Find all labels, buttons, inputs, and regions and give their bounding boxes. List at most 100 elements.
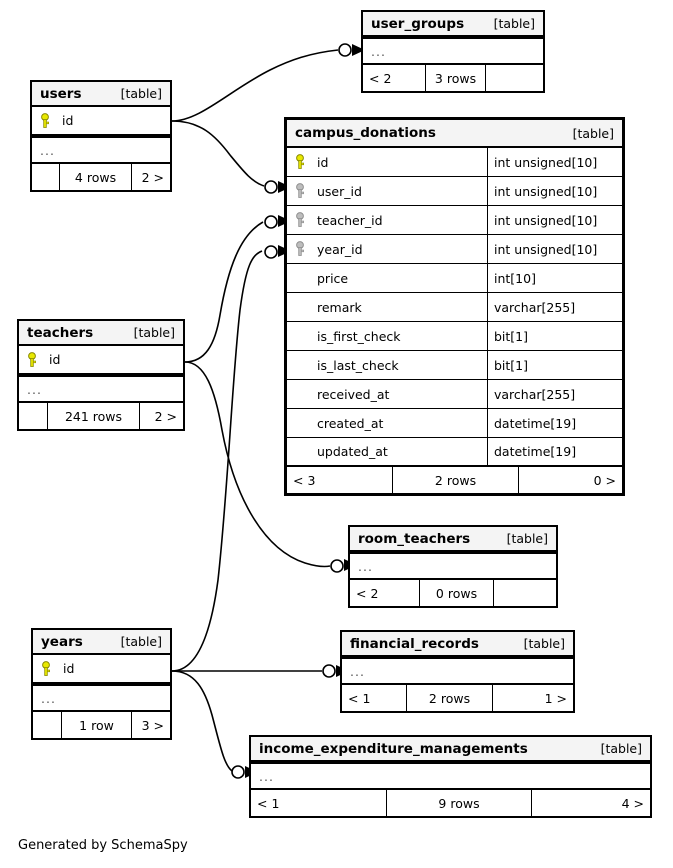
edge-endpoint-circle bbox=[231, 765, 245, 779]
column-name: user_id bbox=[317, 183, 362, 199]
table-header: years [table] bbox=[33, 630, 170, 655]
table-footer: 241 rows 2 > bbox=[19, 403, 183, 429]
table-header: income_expenditure_managements [table] bbox=[251, 737, 650, 762]
column-type: int unsigned[10] bbox=[487, 177, 622, 205]
edge-endpoint-circle bbox=[264, 180, 278, 194]
column-name-cell: remark bbox=[287, 300, 487, 315]
footer-rowcount: 0 rows bbox=[419, 580, 493, 606]
column-name-cell: is_last_check bbox=[287, 358, 487, 373]
table-footer: < 2 3 rows bbox=[363, 65, 543, 91]
table-user-groups[interactable]: user_groups [table] ... < 2 3 rows bbox=[361, 10, 545, 93]
column-name: id bbox=[49, 352, 61, 367]
column-type: varchar[255] bbox=[487, 293, 622, 321]
primary-key-icon bbox=[41, 660, 57, 677]
column-row: id bbox=[32, 107, 170, 136]
table-type-tag: [table] bbox=[120, 634, 162, 649]
table-footer: < 2 0 rows bbox=[350, 580, 556, 606]
footer-rowcount: 2 rows bbox=[406, 685, 492, 711]
table-users[interactable]: users [table] id ... 4 rows 2 > bbox=[30, 80, 172, 192]
foreign-key-icon bbox=[295, 183, 311, 199]
column-row: is_first_check bit[1] bbox=[287, 322, 622, 351]
column-row: created_at datetime[19] bbox=[287, 409, 622, 438]
table-footer: < 3 2 rows 0 > bbox=[287, 467, 622, 493]
footer-parents: < 1 bbox=[257, 795, 280, 811]
table-header: users [table] bbox=[32, 82, 170, 107]
table-footer: 4 rows 2 > bbox=[32, 164, 170, 190]
column-name-cell: price bbox=[287, 271, 487, 286]
table-name: years bbox=[41, 633, 83, 650]
column-type: datetime[19] bbox=[487, 409, 622, 437]
table-type-tag: [table] bbox=[572, 125, 614, 141]
footer-children: 0 > bbox=[518, 467, 622, 493]
table-footer: < 1 2 rows 1 > bbox=[342, 685, 573, 711]
footer-rowcount: 241 rows bbox=[47, 403, 139, 429]
table-type-tag: [table] bbox=[493, 16, 535, 31]
column-name: teacher_id bbox=[317, 212, 383, 228]
column-name-cell: is_first_check bbox=[287, 329, 487, 344]
column-name-cell: teacher_id bbox=[287, 212, 487, 228]
column-row: updated_at datetime[19] bbox=[287, 438, 622, 467]
collapsed-columns-ellipsis: ... bbox=[32, 136, 170, 164]
column-list: id int unsigned[10] user_id int unsigned… bbox=[287, 148, 622, 467]
column-name: year_id bbox=[317, 241, 363, 257]
table-room-teachers[interactable]: room_teachers [table] ... < 2 0 rows bbox=[348, 525, 558, 608]
primary-key-icon bbox=[27, 351, 43, 368]
table-teachers[interactable]: teachers [table] id ... 241 rows 2 > bbox=[17, 319, 185, 431]
edge-users-campus_donations bbox=[171, 120, 265, 187]
footer-children: 2 > bbox=[131, 164, 170, 190]
column-name: is_first_check bbox=[317, 328, 401, 344]
table-type-tag: [table] bbox=[506, 531, 548, 546]
table-type-tag: [table] bbox=[133, 325, 175, 340]
footer-children: 2 > bbox=[139, 403, 183, 429]
edge-users-user_groups bbox=[171, 49, 339, 122]
footer-children: 3 > bbox=[131, 712, 170, 738]
primary-key-icon bbox=[295, 154, 311, 170]
table-financial-records[interactable]: financial_records [table] ... < 1 2 rows… bbox=[340, 630, 575, 713]
footer-rowcount: 4 rows bbox=[59, 164, 131, 190]
column-type: bit[1] bbox=[487, 322, 622, 350]
table-header: campus_donations [table] bbox=[287, 120, 622, 148]
table-campus-donations[interactable]: campus_donations [table] id int unsigned… bbox=[284, 117, 625, 496]
collapsed-columns-ellipsis: ... bbox=[342, 657, 573, 685]
edge-endpoint-circle bbox=[330, 559, 344, 573]
footer-rowcount: 2 rows bbox=[392, 467, 518, 493]
table-footer: 1 row 3 > bbox=[33, 712, 170, 738]
footer-parents: < 3 bbox=[293, 472, 316, 488]
footer-children: 4 > bbox=[531, 790, 650, 816]
table-name: financial_records bbox=[350, 635, 479, 652]
table-name: teachers bbox=[27, 324, 94, 341]
column-type: bit[1] bbox=[487, 351, 622, 379]
column-type: datetime[19] bbox=[487, 438, 622, 465]
table-income-expenditure-managements[interactable]: income_expenditure_managements [table] .… bbox=[249, 735, 652, 818]
column-type: varchar[255] bbox=[487, 380, 622, 408]
footer-children bbox=[493, 580, 556, 606]
column-name-cell: updated_at bbox=[287, 444, 487, 459]
column-name-cell: received_at bbox=[287, 387, 487, 402]
table-name: room_teachers bbox=[358, 530, 471, 547]
footer-parents bbox=[19, 403, 47, 429]
table-type-tag: [table] bbox=[523, 636, 565, 651]
footer-parents bbox=[32, 164, 59, 190]
table-name: campus_donations bbox=[295, 125, 436, 141]
column-row: year_id int unsigned[10] bbox=[287, 235, 622, 264]
column-row: id bbox=[33, 655, 170, 684]
column-type: int[10] bbox=[487, 264, 622, 292]
column-row: id bbox=[19, 346, 183, 375]
column-row: teacher_id int unsigned[10] bbox=[287, 206, 622, 235]
footer-rowcount: 9 rows bbox=[386, 790, 531, 816]
footer-rowcount: 3 rows bbox=[425, 65, 485, 91]
edge-years-campus_donations bbox=[171, 250, 263, 672]
footer-parents bbox=[33, 712, 61, 738]
column-type: int unsigned[10] bbox=[487, 235, 622, 263]
column-name: received_at bbox=[317, 386, 390, 402]
column-name-cell: year_id bbox=[287, 241, 487, 257]
edge-endpoint-circle bbox=[338, 43, 352, 57]
footer-parents: < 2 bbox=[369, 70, 392, 86]
table-name: user_groups bbox=[371, 15, 465, 32]
collapsed-columns-ellipsis: ... bbox=[251, 762, 650, 790]
footer-rowcount: 1 row bbox=[61, 712, 131, 738]
column-name-cell: user_id bbox=[287, 183, 487, 199]
column-name: price bbox=[317, 270, 349, 286]
column-name: created_at bbox=[317, 415, 384, 431]
table-years[interactable]: years [table] id ... 1 row 3 > bbox=[31, 628, 172, 740]
